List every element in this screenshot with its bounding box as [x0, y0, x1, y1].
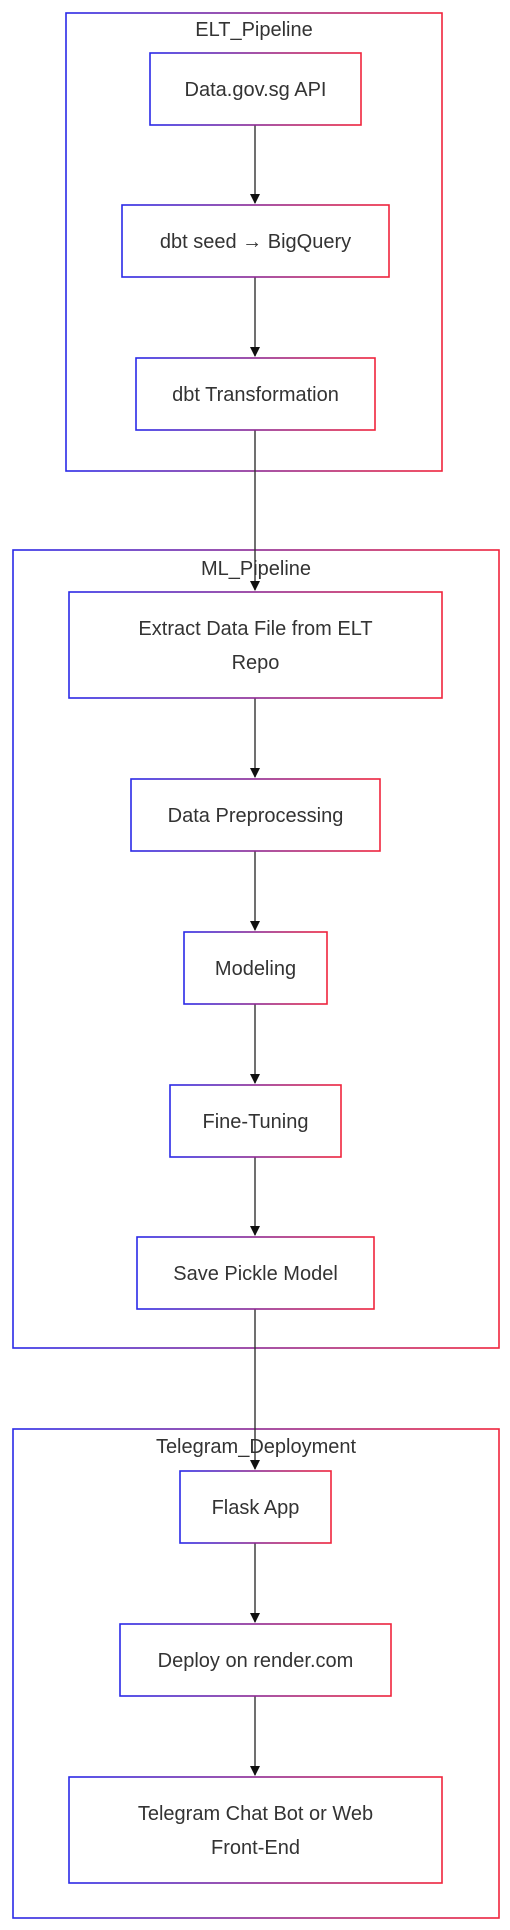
node-api[interactable]: Data.gov.sg API — [149, 52, 362, 126]
cluster-ml: ML_Pipeline — [12, 549, 500, 1349]
cluster-border — [12, 549, 500, 1349]
cluster-title: ELT_Pipeline — [195, 19, 312, 41]
node-label: Fine-Tuning — [203, 1111, 309, 1133]
node-box[interactable] — [119, 1623, 392, 1697]
node-box[interactable] — [136, 1236, 375, 1310]
cluster-title: ML_Pipeline — [201, 558, 311, 580]
node-box[interactable] — [135, 357, 376, 431]
node-label: Data.gov.sg API — [185, 79, 327, 101]
nodes-layer: Data.gov.sg API dbt seed → BigQuery dbt Tr… — [68, 52, 443, 1884]
node-label: dbt seed → BigQuery — [160, 231, 351, 253]
cluster-title: Telegram_Deployment — [156, 1436, 357, 1458]
node-label: Data Preprocessing — [168, 805, 344, 827]
node-label: Save Pickle Model — [173, 1263, 338, 1285]
cluster-tg: Telegram_Deployment — [12, 1428, 500, 1919]
node-modeling[interactable]: Modeling — [183, 931, 328, 1005]
cluster-elt: ELT_Pipeline — [65, 12, 443, 472]
node-box[interactable] — [183, 931, 328, 1005]
node-box[interactable] — [130, 778, 381, 852]
node-box[interactable] — [169, 1084, 342, 1158]
node-box[interactable] — [149, 52, 362, 126]
node-pickle[interactable]: Save Pickle Model — [136, 1236, 375, 1310]
node-label: Extract Data File from ELT — [138, 618, 372, 640]
node-label: Repo — [232, 652, 280, 674]
node-box[interactable] — [121, 204, 390, 278]
node-box[interactable] — [68, 1776, 443, 1884]
node-label: Modeling — [215, 958, 296, 980]
node-finetune[interactable]: Fine-Tuning — [169, 1084, 342, 1158]
node-label: Deploy on render.com — [158, 1650, 354, 1672]
node-render[interactable]: Deploy on render.com — [119, 1623, 392, 1697]
node-box[interactable] — [179, 1470, 332, 1544]
node-box[interactable] — [68, 591, 443, 699]
node-preprocess[interactable]: Data Preprocessing — [130, 778, 381, 852]
clusters-layer: ELT_PipelineML_PipelineTelegram_Deployme… — [12, 12, 500, 1919]
node-flask[interactable]: Flask App — [179, 1470, 332, 1544]
cluster-border — [12, 1428, 500, 1919]
node-seed[interactable]: dbt seed → BigQuery — [121, 204, 390, 278]
node-label: Flask App — [212, 1497, 300, 1519]
cluster-border — [65, 12, 443, 472]
node-label: Front-End — [211, 1837, 300, 1859]
node-label: Telegram Chat Bot or Web — [138, 1803, 373, 1825]
node-extract[interactable]: Extract Data File from ELT Repo — [68, 591, 443, 699]
node-transform[interactable]: dbt Transformation — [135, 357, 376, 431]
node-label: dbt Transformation — [172, 384, 339, 406]
